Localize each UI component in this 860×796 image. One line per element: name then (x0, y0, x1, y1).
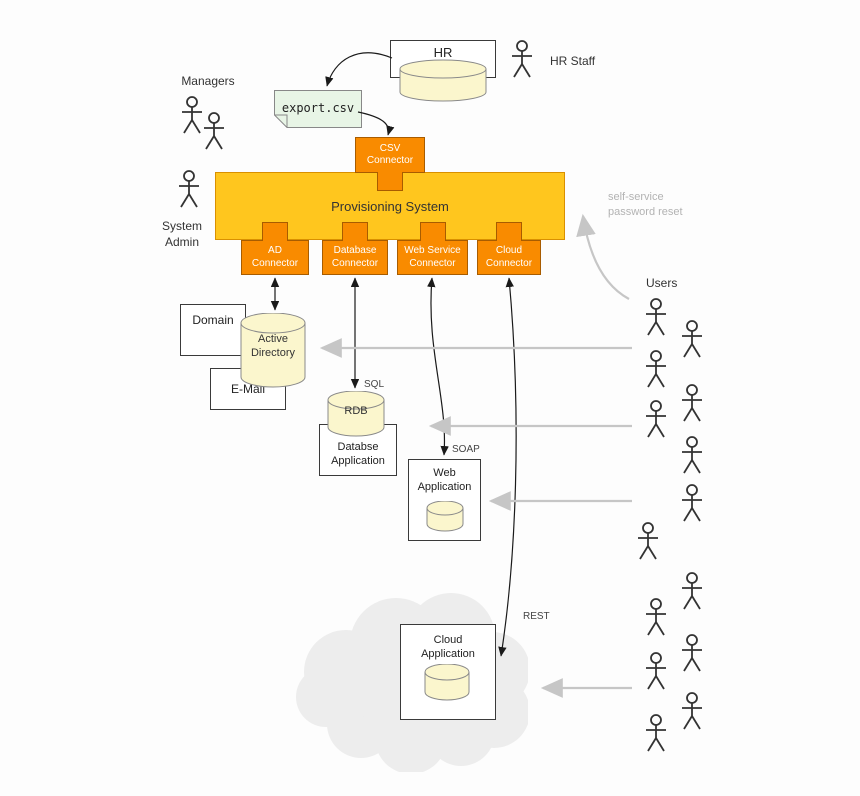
user-person-icon (680, 484, 704, 524)
manager-person-icon (202, 112, 226, 152)
user-person-icon (680, 572, 704, 612)
cloud-application-label: Cloud Application (421, 634, 475, 661)
csv-connector-tab (377, 172, 403, 191)
web-application-label: Web Application (417, 467, 472, 494)
web-service-connector: Web Service Connector (397, 240, 468, 275)
active-directory-label: Active Directory (250, 333, 295, 360)
ad-connector: AD Connector (241, 240, 309, 275)
user-person-icon (644, 598, 668, 638)
export-csv-label: export.csv (281, 101, 355, 115)
cloud-connector: Cloud Connector (477, 240, 541, 275)
user-person-icon (680, 634, 704, 674)
ad-connector-tab (262, 222, 288, 241)
user-person-icon (680, 320, 704, 360)
arrow-ws-connector-webapp (427, 277, 449, 456)
arrow-self-service-reset (576, 213, 630, 300)
domain-node: Domain (180, 304, 246, 356)
database-connector-tab (342, 222, 368, 241)
hr-database-icon (399, 59, 487, 102)
user-person-icon (680, 436, 704, 476)
web-application-node: Web Application (408, 459, 481, 541)
user-person-icon (644, 400, 668, 440)
csv-connector: CSV Connector (355, 137, 425, 173)
user-person-icon (680, 692, 704, 732)
hr-staff-label: HR Staff (550, 54, 596, 68)
self-service-label: self-service password reset (608, 191, 683, 218)
user-person-icon (680, 384, 704, 424)
rest-label: REST (523, 611, 550, 622)
arrow-export-csv-to-connector (357, 111, 395, 136)
system-admin-person-icon (177, 170, 201, 210)
arrow-hr-to-export-csv (325, 52, 393, 87)
system-admin-label: System Admin (161, 219, 202, 249)
sql-label: SQL (364, 379, 385, 390)
web-app-cylinder-icon (426, 501, 464, 532)
cloud-connector-tab (496, 222, 522, 241)
hr-staff-person-icon (510, 40, 534, 80)
database-connector: Database Connector (322, 240, 388, 275)
cloud-app-cylinder-icon (424, 664, 470, 701)
user-person-icon (636, 522, 660, 562)
user-person-icon (644, 350, 668, 390)
user-person-icon (644, 298, 668, 338)
active-directory-cylinder-icon (240, 313, 306, 388)
users-label: Users (646, 276, 678, 290)
managers-label: Managers (181, 74, 235, 88)
web-service-connector-tab (420, 222, 446, 241)
rdb-label: RDB (344, 405, 368, 417)
cloud-application-node: Cloud Application (400, 624, 496, 720)
user-person-icon (644, 714, 668, 754)
export-csv-note (274, 90, 362, 128)
soap-label: SOAP (452, 444, 480, 455)
user-person-icon (644, 652, 668, 692)
rdb-cylinder-icon (327, 391, 385, 437)
manager-person-icon (180, 96, 204, 136)
